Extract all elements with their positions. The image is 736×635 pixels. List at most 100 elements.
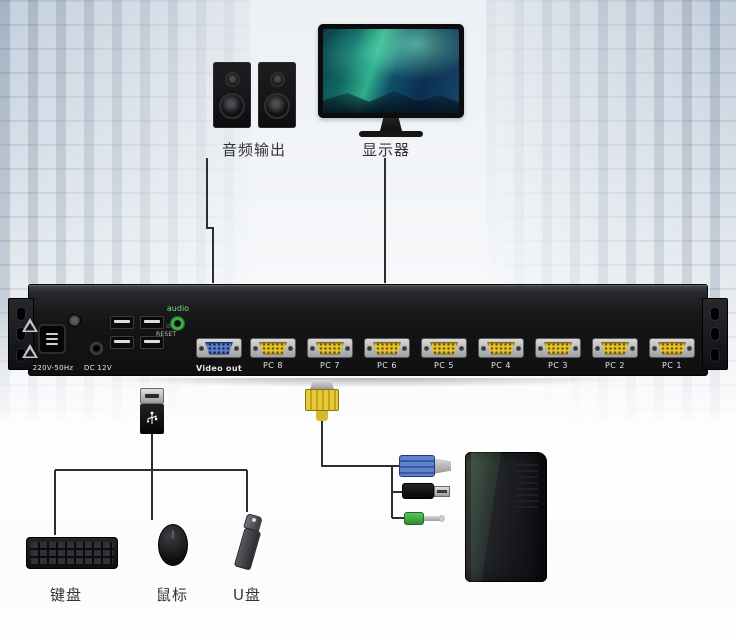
screw-hole — [199, 346, 204, 351]
usb-plug-metal-tip — [434, 485, 450, 497]
usb-trident-icon — [147, 411, 158, 424]
screw-hole — [687, 346, 692, 351]
screw-hole — [595, 346, 600, 351]
keyboard-label: 键盘 — [50, 586, 83, 604]
usb-port — [110, 336, 134, 349]
dsub-connector — [259, 341, 287, 355]
screw-hole — [538, 346, 543, 351]
mount-hole — [711, 307, 719, 320]
vga-plug-yellow — [303, 380, 341, 421]
dc-label: DC 12V — [84, 364, 112, 372]
screw-hole — [288, 346, 293, 351]
speakers — [213, 62, 296, 128]
dsub-connector — [205, 341, 233, 355]
dsub-connector — [316, 341, 344, 355]
ac-pin — [46, 333, 58, 335]
mouse-label: 鼠标 — [156, 586, 189, 604]
dsub-connector — [430, 341, 458, 355]
video-out-port — [196, 338, 242, 358]
speaker-right — [258, 62, 296, 128]
audio-jack-label: audio — [166, 304, 190, 313]
rack-ear-left — [8, 298, 34, 370]
monitor-stand-base — [359, 131, 423, 137]
screw-hole — [573, 346, 578, 351]
vga-port-icon — [364, 338, 410, 358]
monitor-stand-neck — [380, 118, 402, 131]
fuse-holder — [68, 314, 81, 327]
pc-port-1: PC 1 — [647, 338, 697, 370]
video-out-label: Video out — [196, 364, 242, 373]
usb-drive-label: U盘 — [233, 586, 261, 604]
port-label: PC 5 — [433, 361, 455, 370]
reset-button-hole — [166, 324, 170, 328]
vga-plug-grip — [305, 389, 339, 411]
vga-plug-metal-tip — [310, 380, 334, 389]
dsub-connector — [601, 341, 629, 355]
vga-port-icon — [196, 338, 242, 358]
usb-port — [140, 316, 164, 329]
port-label: PC 2 — [604, 361, 626, 370]
rack-ear-right — [702, 298, 728, 370]
screw-hole — [345, 346, 350, 351]
screw-hole — [630, 346, 635, 351]
screw-hole — [367, 346, 372, 351]
pc-port-4: PC 4 — [476, 338, 526, 370]
port-label: PC 7 — [319, 361, 341, 370]
device-shadow — [30, 378, 706, 390]
power-spec-label: 220V-50Hz — [32, 364, 74, 372]
dsub-connector — [487, 341, 515, 355]
usb-console-ports — [110, 316, 164, 349]
vga-port-icon — [478, 338, 524, 358]
screw-hole — [310, 346, 315, 351]
port-label: PC 8 — [262, 361, 284, 370]
audio-cable-line — [206, 158, 214, 283]
usb-peripherals-line — [54, 434, 248, 535]
usb-plug-body — [402, 483, 434, 499]
tweeter-icon — [224, 71, 240, 87]
kvm-switch-rear-panel: 220V-50Hz DC 12V RESET audio Video out P… — [8, 280, 728, 382]
vga-plug-boot — [316, 411, 328, 421]
audio-plug-body — [404, 512, 424, 525]
port-label: PC 3 — [547, 361, 569, 370]
ac-power-inlet — [38, 324, 66, 354]
woofer-icon — [219, 92, 245, 119]
usb-port — [140, 336, 164, 349]
ac-pin — [46, 338, 58, 340]
vga-port-icon — [421, 338, 467, 358]
pc-port-2: PC 2 — [590, 338, 640, 370]
mount-hole — [711, 328, 719, 340]
usb-plug-body — [140, 404, 164, 434]
pc-port-7: PC 7 — [305, 338, 355, 370]
mouse-icon — [158, 524, 188, 566]
pc-port-6: PC 6 — [362, 338, 412, 370]
screw-hole — [234, 346, 239, 351]
usb-plug-horizontal — [402, 483, 450, 499]
monitor-bezel — [318, 24, 464, 118]
vga-plug-blue — [399, 455, 451, 477]
audio-jack — [170, 316, 185, 331]
monitor-label: 显示器 — [362, 141, 411, 159]
pc-port-3: PC 3 — [533, 338, 583, 370]
screw-hole — [459, 346, 464, 351]
reset-label: RESET — [156, 331, 177, 338]
vga-port-icon — [592, 338, 638, 358]
vga-port-icon — [250, 338, 296, 358]
audio-plug-green — [404, 512, 445, 525]
audio-plug-tip — [440, 515, 445, 522]
mount-hole — [17, 307, 25, 320]
keyboard-keys — [31, 542, 113, 564]
port-label: PC 6 — [376, 361, 398, 370]
usb-plug-metal-shell — [140, 388, 164, 404]
woofer-icon — [264, 92, 290, 119]
vga-port-icon — [649, 338, 695, 358]
dsub-connector — [544, 341, 572, 355]
screw-hole — [424, 346, 429, 351]
mount-hole — [17, 348, 25, 361]
screw-hole — [516, 346, 521, 351]
port-label: PC 1 — [661, 361, 683, 370]
ac-pin — [46, 343, 58, 345]
tweeter-icon — [269, 71, 285, 87]
mount-hole — [711, 348, 719, 361]
port-label: PC 4 — [490, 361, 512, 370]
